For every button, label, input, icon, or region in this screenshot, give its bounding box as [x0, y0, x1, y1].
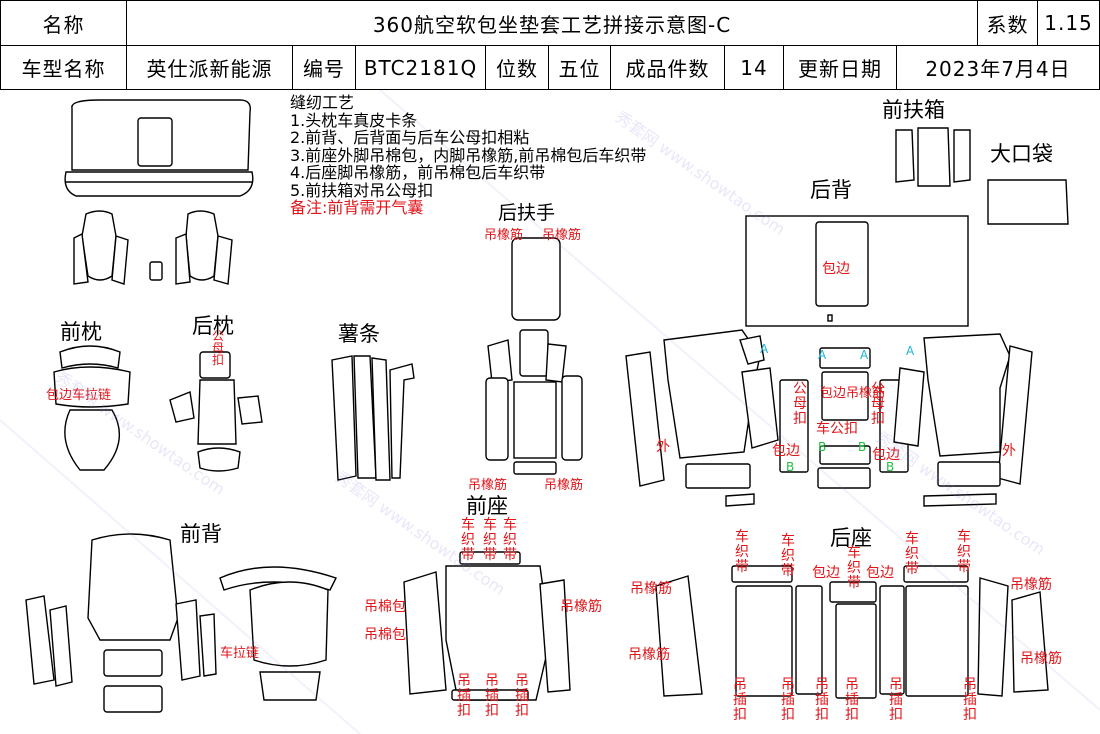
- date-label: 更新日期: [783, 45, 897, 90]
- marker-a: A: [906, 344, 915, 358]
- label-front-back: 前背: [180, 522, 222, 546]
- anno-male-female: 车公扣: [816, 421, 858, 437]
- label-front-pillow: 前枕: [60, 320, 102, 344]
- anno-outer: 外: [1002, 443, 1016, 459]
- anno-elastic: 吊橡筋: [1010, 577, 1052, 593]
- anno-wrap-edge: 包边: [812, 565, 840, 581]
- note-item-3: 3.前座外脚吊棉包，内脚吊橡筋,前吊棉包后车织带: [290, 145, 647, 165]
- marker-b: B: [858, 440, 867, 454]
- marker-a: A: [760, 342, 769, 356]
- anno-pillow-buckle: 公母扣: [211, 329, 224, 367]
- code-value: BTC2181Q: [355, 45, 486, 90]
- marker-a: A: [818, 348, 827, 362]
- diagram-title: 360航空软包坐垫套工艺拼接示意图-C: [126, 0, 978, 46]
- anno-wrap-edge-zipper: 包边车拉链: [46, 388, 112, 403]
- marker-b: B: [818, 440, 827, 454]
- front-seats-overview: [73, 210, 233, 285]
- notes-title: 缝纫工艺: [290, 93, 355, 112]
- anno-elastic: 吊橡筋: [630, 581, 672, 597]
- anno-strap-v: 车织带: [483, 517, 497, 563]
- marker-b: B: [886, 460, 895, 474]
- front-seat-pieces: [403, 551, 571, 701]
- anno-elastic: 吊橡筋: [468, 478, 508, 493]
- front-armrest-box-pieces: [895, 127, 971, 187]
- label-big-pocket: 大口袋: [990, 142, 1053, 166]
- rear-pillow-pieces: [169, 351, 263, 472]
- code-label: 编号: [292, 45, 356, 90]
- header-table: 名称 360航空软包坐垫套工艺拼接示意图-C 系数 1.15 车型名称 英仕派新…: [0, 0, 1100, 90]
- anno-strap-v: 车织带: [735, 529, 749, 575]
- pieces-value: 14: [724, 45, 784, 90]
- seats-label: 位数: [485, 45, 549, 90]
- coef-value: 1.15: [1037, 0, 1100, 46]
- rear-back-pieces: [745, 215, 969, 327]
- anno-elastic: 吊橡筋: [542, 228, 582, 243]
- anno-elastic: 吊橡筋: [484, 228, 524, 243]
- note-item-4: 4.后座脚吊橡筋，前吊棉包后车织带: [290, 163, 546, 182]
- anno-elastic: 吊橡筋: [1020, 651, 1062, 667]
- anno-wrap-elastic: 包边吊橡筋: [820, 386, 886, 401]
- label-strip: 薯条: [338, 322, 380, 346]
- anno-insert-v: 吊插扣: [963, 677, 977, 723]
- label-rear-armrest: 后扶手: [498, 202, 556, 224]
- anno-insert-v: 吊插扣: [815, 677, 829, 723]
- label-front-seat: 前座: [466, 494, 508, 518]
- anno-insert-v: 吊插扣: [845, 677, 859, 723]
- pieces-label: 成品件数: [610, 45, 725, 90]
- anno-elastic: 吊橡筋: [544, 478, 584, 493]
- front-pillow-pieces: [53, 345, 131, 471]
- rear-upper-right-pieces: [893, 333, 1033, 507]
- anno-strap-v: 车织带: [905, 531, 919, 577]
- anno-strap-v: 车织带: [847, 545, 861, 591]
- anno-insert-v: 吊插扣: [485, 673, 499, 719]
- anno-wrap-edge: 包边: [822, 261, 850, 277]
- anno-strap-v: 车织带: [781, 533, 795, 579]
- seats-value: 五位: [548, 45, 611, 90]
- anno-strap-v: 车织带: [503, 517, 517, 563]
- model-label: 车型名称: [0, 45, 127, 90]
- label-rear-pillow: 后枕: [192, 314, 234, 338]
- coef-label: 系数: [977, 0, 1038, 46]
- anno-strap-v: 车织带: [957, 529, 971, 575]
- anno-wrap-edge: 包边: [872, 447, 900, 463]
- rear-bench-overview: [64, 99, 254, 197]
- rear-upper-left-pieces: [625, 329, 779, 507]
- front-back-pieces: [25, 533, 337, 713]
- label-rear-back: 后背: [810, 178, 852, 202]
- anno-cotton-bag: 吊棉包: [364, 599, 406, 615]
- anno-insert-v: 吊插扣: [457, 673, 471, 719]
- label-front-armrest-box: 前扶箱: [882, 98, 945, 122]
- label-rear-seat: 后座: [830, 526, 872, 550]
- pattern-drawing: [0, 90, 1100, 734]
- note-item-2: 2.前背、后背面与后车公母扣相粘: [290, 128, 530, 147]
- anno-elastic: 吊橡筋: [628, 647, 670, 663]
- marker-a: A: [860, 348, 869, 362]
- strip-pieces: [331, 355, 415, 481]
- big-pocket-piece: [987, 179, 1069, 225]
- note-item-1: 1.头枕车真皮卡条: [290, 110, 418, 130]
- anno-elastic: 吊橡筋: [560, 599, 602, 615]
- anno-insert-v: 吊插扣: [515, 673, 529, 719]
- anno-insert-v: 吊插扣: [889, 677, 903, 723]
- marker-b: B: [786, 460, 795, 474]
- anno-buckle-v: 公母扣: [871, 381, 885, 427]
- note-item-5: 5.前扶箱对吊公母扣: [290, 180, 434, 200]
- anno-wrap-edge: 包边: [772, 443, 800, 459]
- model-value: 英仕派新能源: [126, 45, 293, 90]
- date-value: 2023年7月4日: [896, 45, 1100, 90]
- anno-cotton-bag: 吊棉包: [364, 627, 406, 643]
- note-remark: 备注:前背需开气囊: [290, 198, 424, 217]
- rear-seat-pieces: [655, 565, 1049, 699]
- anno-insert-v: 吊插扣: [781, 677, 795, 723]
- anno-car-zipper: 车拉链: [220, 646, 260, 661]
- anno-buckle-v: 公母扣: [793, 381, 807, 427]
- watermark-lines: [0, 90, 1100, 734]
- rear-armrest-pieces: [485, 237, 583, 475]
- anno-strap-v: 车织带: [461, 517, 475, 563]
- anno-insert-v: 吊插扣: [733, 677, 747, 723]
- anno-wrap-edge: 包边: [866, 565, 894, 581]
- sewing-notes: 缝纫工艺 1.头枕车真皮卡条 2.前背、后背面与后车公母扣相粘 3.前座外脚吊棉…: [290, 94, 646, 217]
- name-label: 名称: [0, 0, 127, 46]
- anno-outer: 外: [656, 439, 670, 455]
